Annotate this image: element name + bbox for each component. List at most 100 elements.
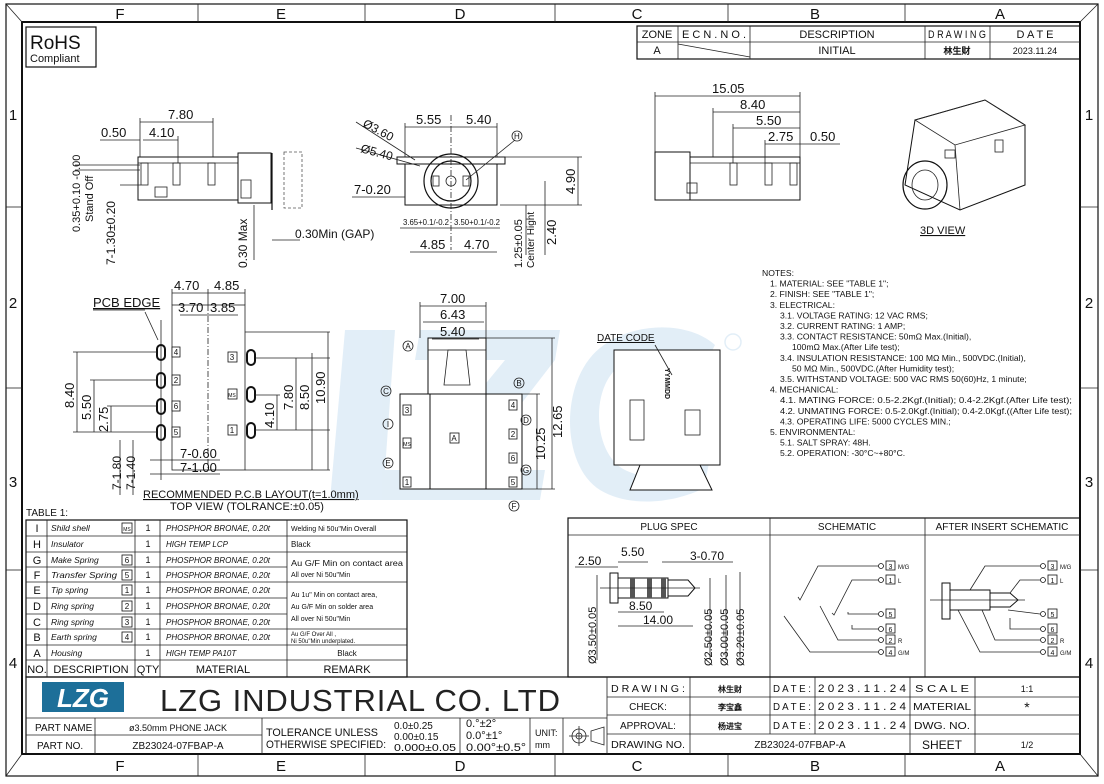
side-view: 7.80 4.10 0.50 0.35+0.10 -0.00 Stand Off… [71, 107, 374, 268]
dim-label: 10.25 [533, 427, 548, 460]
pin-badge-label: 6 [125, 556, 130, 565]
note-line: 50 MΩ Min., 500VDC.(After Humidity test)… [792, 363, 954, 373]
after-insert-terminal-pin: 2 [1051, 638, 1055, 645]
table-1-header: NO. DESCRIPTION QTY MATERIAL REMARK [27, 664, 371, 676]
dim-label: 3.65+0.1/-0.2 [403, 218, 450, 227]
terminal-badge [1047, 634, 1058, 645]
zone-col-label: F [115, 758, 124, 775]
rev-header-drawing: D R A W I N G [928, 29, 986, 41]
terminal-badge [1047, 608, 1058, 619]
3d-view: 3D VIEW [902, 99, 1026, 237]
rev-zone: A [653, 45, 661, 57]
row-material: PHOSPHOR BRONAE, 0.20t [166, 602, 271, 611]
dim-label: 0.50 [101, 125, 126, 140]
pin-badge-label: 1 [125, 586, 130, 595]
unit-value: mm [535, 740, 550, 750]
remark: Au G/F Min on solder area [291, 604, 373, 611]
pin-badge [121, 584, 133, 596]
terminal-badge [1047, 574, 1058, 585]
scale-label: S C A L E [915, 684, 969, 695]
dim-label: 0.30 Max [236, 219, 250, 268]
rev-description: INITIAL [818, 45, 855, 57]
remark: Au G/F Min on contact area [291, 559, 404, 568]
row-no: D [33, 601, 41, 613]
angle-tolerance: 0.°±2° [466, 718, 496, 730]
rohs-mark: RoHS Compliant [25, 26, 97, 68]
tolerance-label: OTHERWISE SPECIFIED: [266, 739, 386, 751]
schematic-terminal-pin: 1 [889, 578, 893, 585]
schematic-terminal-label: R [898, 639, 903, 645]
sheet-value: 1/2 [1021, 740, 1034, 750]
row-description: Tip spring [51, 585, 89, 595]
zone-row-label: 3 [9, 474, 17, 491]
angle-tolerance: 0.0°±1° [466, 730, 502, 742]
dwg-no-label: DWG. NO. [914, 721, 970, 732]
dim-label: 4.70 [174, 278, 199, 293]
note-line: 3. ELECTRICAL: [770, 300, 835, 310]
revision-table: ZONE E C N . N O . DESCRIPTION D R A W I… [636, 25, 1081, 60]
pin-label: 3 [405, 406, 410, 415]
title-block: LZG LZG INDUSTRIAL CO. LTD PART NAME ø3.… [25, 676, 1081, 755]
remark: All over Ni 50u"Min [291, 616, 350, 623]
dim-label: 8.50 [297, 385, 312, 410]
date-label: D A T E : [773, 702, 811, 713]
row-no: F [34, 570, 41, 582]
part-name: ø3.50mm PHONE JACK [129, 723, 227, 733]
schematic-terminal-label: L [898, 579, 902, 585]
pin-label: 1 [405, 478, 410, 487]
after-insert-terminal-pin: 1 [1051, 578, 1055, 585]
dim-label: 4.70 [464, 237, 489, 252]
terminal-badge [885, 608, 896, 619]
terminal-node-icon [1040, 649, 1046, 655]
pin-label: 4 [174, 348, 179, 357]
zone-col-label: B [810, 6, 820, 23]
panel-header-after-insert: AFTER INSERT SCHEMATIC [936, 522, 1069, 533]
sheet-label: SHEET [922, 738, 963, 752]
row-material: PHOSPHOR BRONAE, 0.20t [166, 571, 271, 580]
row-description: Shild shell [51, 523, 91, 533]
table-header: MATERIAL [196, 664, 250, 676]
zone-col-label: D [455, 6, 466, 23]
note-line: 4.3. OPERATING LIFE: 5000 CYCLES MIN.; [780, 416, 951, 426]
rev-header-description: DESCRIPTION [799, 29, 874, 41]
after-insert-terminal-label: M/G [1060, 565, 1072, 571]
terminal-node-icon [878, 637, 884, 643]
tolerance-label: TOLERANCE UNLESS [266, 727, 378, 739]
after-insert-terminal-label: G/M [1060, 651, 1071, 657]
schematic-drawing [783, 565, 1041, 653]
dim-label: 7-1.30±0.20 [104, 201, 118, 265]
notes: NOTES:1. MATERIAL: SEE "TABLE 1";2. FINI… [762, 268, 1072, 458]
row-material: PHOSPHOR BRONAE, 0.20t [166, 618, 271, 627]
dim-label: 4.90 [563, 169, 578, 194]
note-line: 3.1. VOLTAGE RATING: 12 VAC RMS; [780, 310, 928, 320]
dim-label: 8.40 [740, 97, 765, 112]
pcb-layout-subtitle: TOP VIEW (TOLRANCE:±0.05) [170, 501, 324, 513]
dim-label: 7.80 [281, 385, 296, 410]
dim-label: 4.85 [214, 278, 239, 293]
row-qty: 1 [145, 523, 150, 533]
schematic-terminal-pin: 3 [889, 564, 893, 571]
rev-header-ecn: E C N . N O . [682, 29, 746, 41]
terminal-node-icon [878, 626, 884, 632]
row-no: B [33, 632, 40, 644]
tolerance-value: 0.000±0.05 [394, 743, 457, 754]
row-no: E [33, 585, 40, 597]
approved-by: 杨进宝 [718, 721, 742, 731]
note-line: 3.4. INSULATION RESISTANCE: 100 MΩ Min.,… [780, 353, 1026, 363]
callout-h: H [514, 132, 520, 141]
dim-label: 0.30Min (GAP) [295, 227, 374, 241]
date-code-label: DATE CODE [597, 333, 655, 344]
zone-row-label: 2 [1085, 295, 1093, 312]
row-description: Ring spring [51, 601, 94, 611]
zone-col-label: E [276, 758, 286, 775]
dim-label: 7-0.20 [354, 182, 391, 197]
note-line: 5. ENVIRONMENTAL: [770, 427, 855, 437]
zone-row-label: 1 [9, 107, 17, 124]
